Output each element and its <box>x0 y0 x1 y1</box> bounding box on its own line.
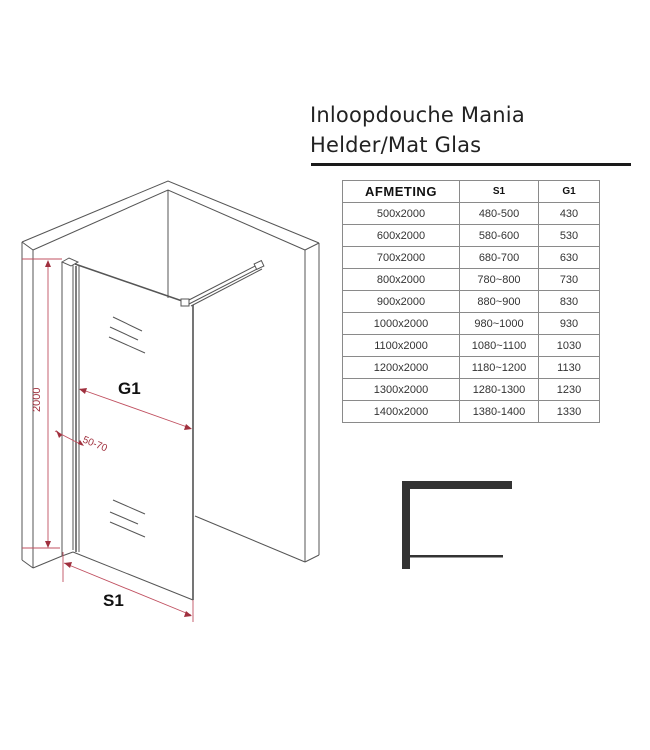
glass-width-label: G1 <box>118 379 141 398</box>
cell-s1: 1180~1200 <box>459 356 539 379</box>
cell-s1: 680-700 <box>459 246 539 269</box>
cell-afmeting: 1300x2000 <box>342 378 460 401</box>
cell-g1: 1230 <box>538 378 600 401</box>
cell-afmeting: 600x2000 <box>342 224 460 247</box>
cell-afmeting: 800x2000 <box>342 268 460 291</box>
walk-in-shower-plan-icon <box>402 481 512 569</box>
cell-afmeting: 500x2000 <box>342 202 460 225</box>
cell-s1: 1080~1100 <box>459 334 539 357</box>
column-header-g1: G1 <box>538 180 600 203</box>
overall-width-label: S1 <box>103 591 124 610</box>
cell-s1: 580-600 <box>459 224 539 247</box>
cell-s1: 1280-1300 <box>459 378 539 401</box>
column-header-afmeting: AFMETING <box>342 180 460 203</box>
cell-g1: 430 <box>538 202 600 225</box>
cell-g1: 730 <box>538 268 600 291</box>
cell-g1: 630 <box>538 246 600 269</box>
gap-dimension-label: 50-70 <box>81 435 109 455</box>
cell-g1: 530 <box>538 224 600 247</box>
cell-afmeting: 1100x2000 <box>342 334 460 357</box>
cell-afmeting: 1000x2000 <box>342 312 460 335</box>
cell-g1: 1330 <box>538 400 600 423</box>
cell-g1: 1130 <box>538 356 600 379</box>
product-subtitle: Helder/Mat Glas <box>310 133 482 157</box>
cell-g1: 830 <box>538 290 600 313</box>
cell-s1: 1380-1400 <box>459 400 539 423</box>
cell-afmeting: 1200x2000 <box>342 356 460 379</box>
shower-diagram: 2000 G1 50-70 S1 <box>21 180 320 622</box>
cell-g1: 930 <box>538 312 600 335</box>
column-header-s1: S1 <box>459 180 539 203</box>
cell-s1: 780~800 <box>459 268 539 291</box>
cell-afmeting: 1400x2000 <box>342 400 460 423</box>
cell-s1: 980~1000 <box>459 312 539 335</box>
cell-afmeting: 700x2000 <box>342 246 460 269</box>
cell-s1: 480-500 <box>459 202 539 225</box>
table-header-row: AFMETING S1 G1 <box>342 180 600 203</box>
title-divider <box>311 163 631 166</box>
height-dimension-label: 2000 <box>31 388 43 412</box>
cell-afmeting: 900x2000 <box>342 290 460 313</box>
cell-s1: 880~900 <box>459 290 539 313</box>
product-title: Inloopdouche Mania <box>310 103 525 127</box>
cell-g1: 1030 <box>538 334 600 357</box>
